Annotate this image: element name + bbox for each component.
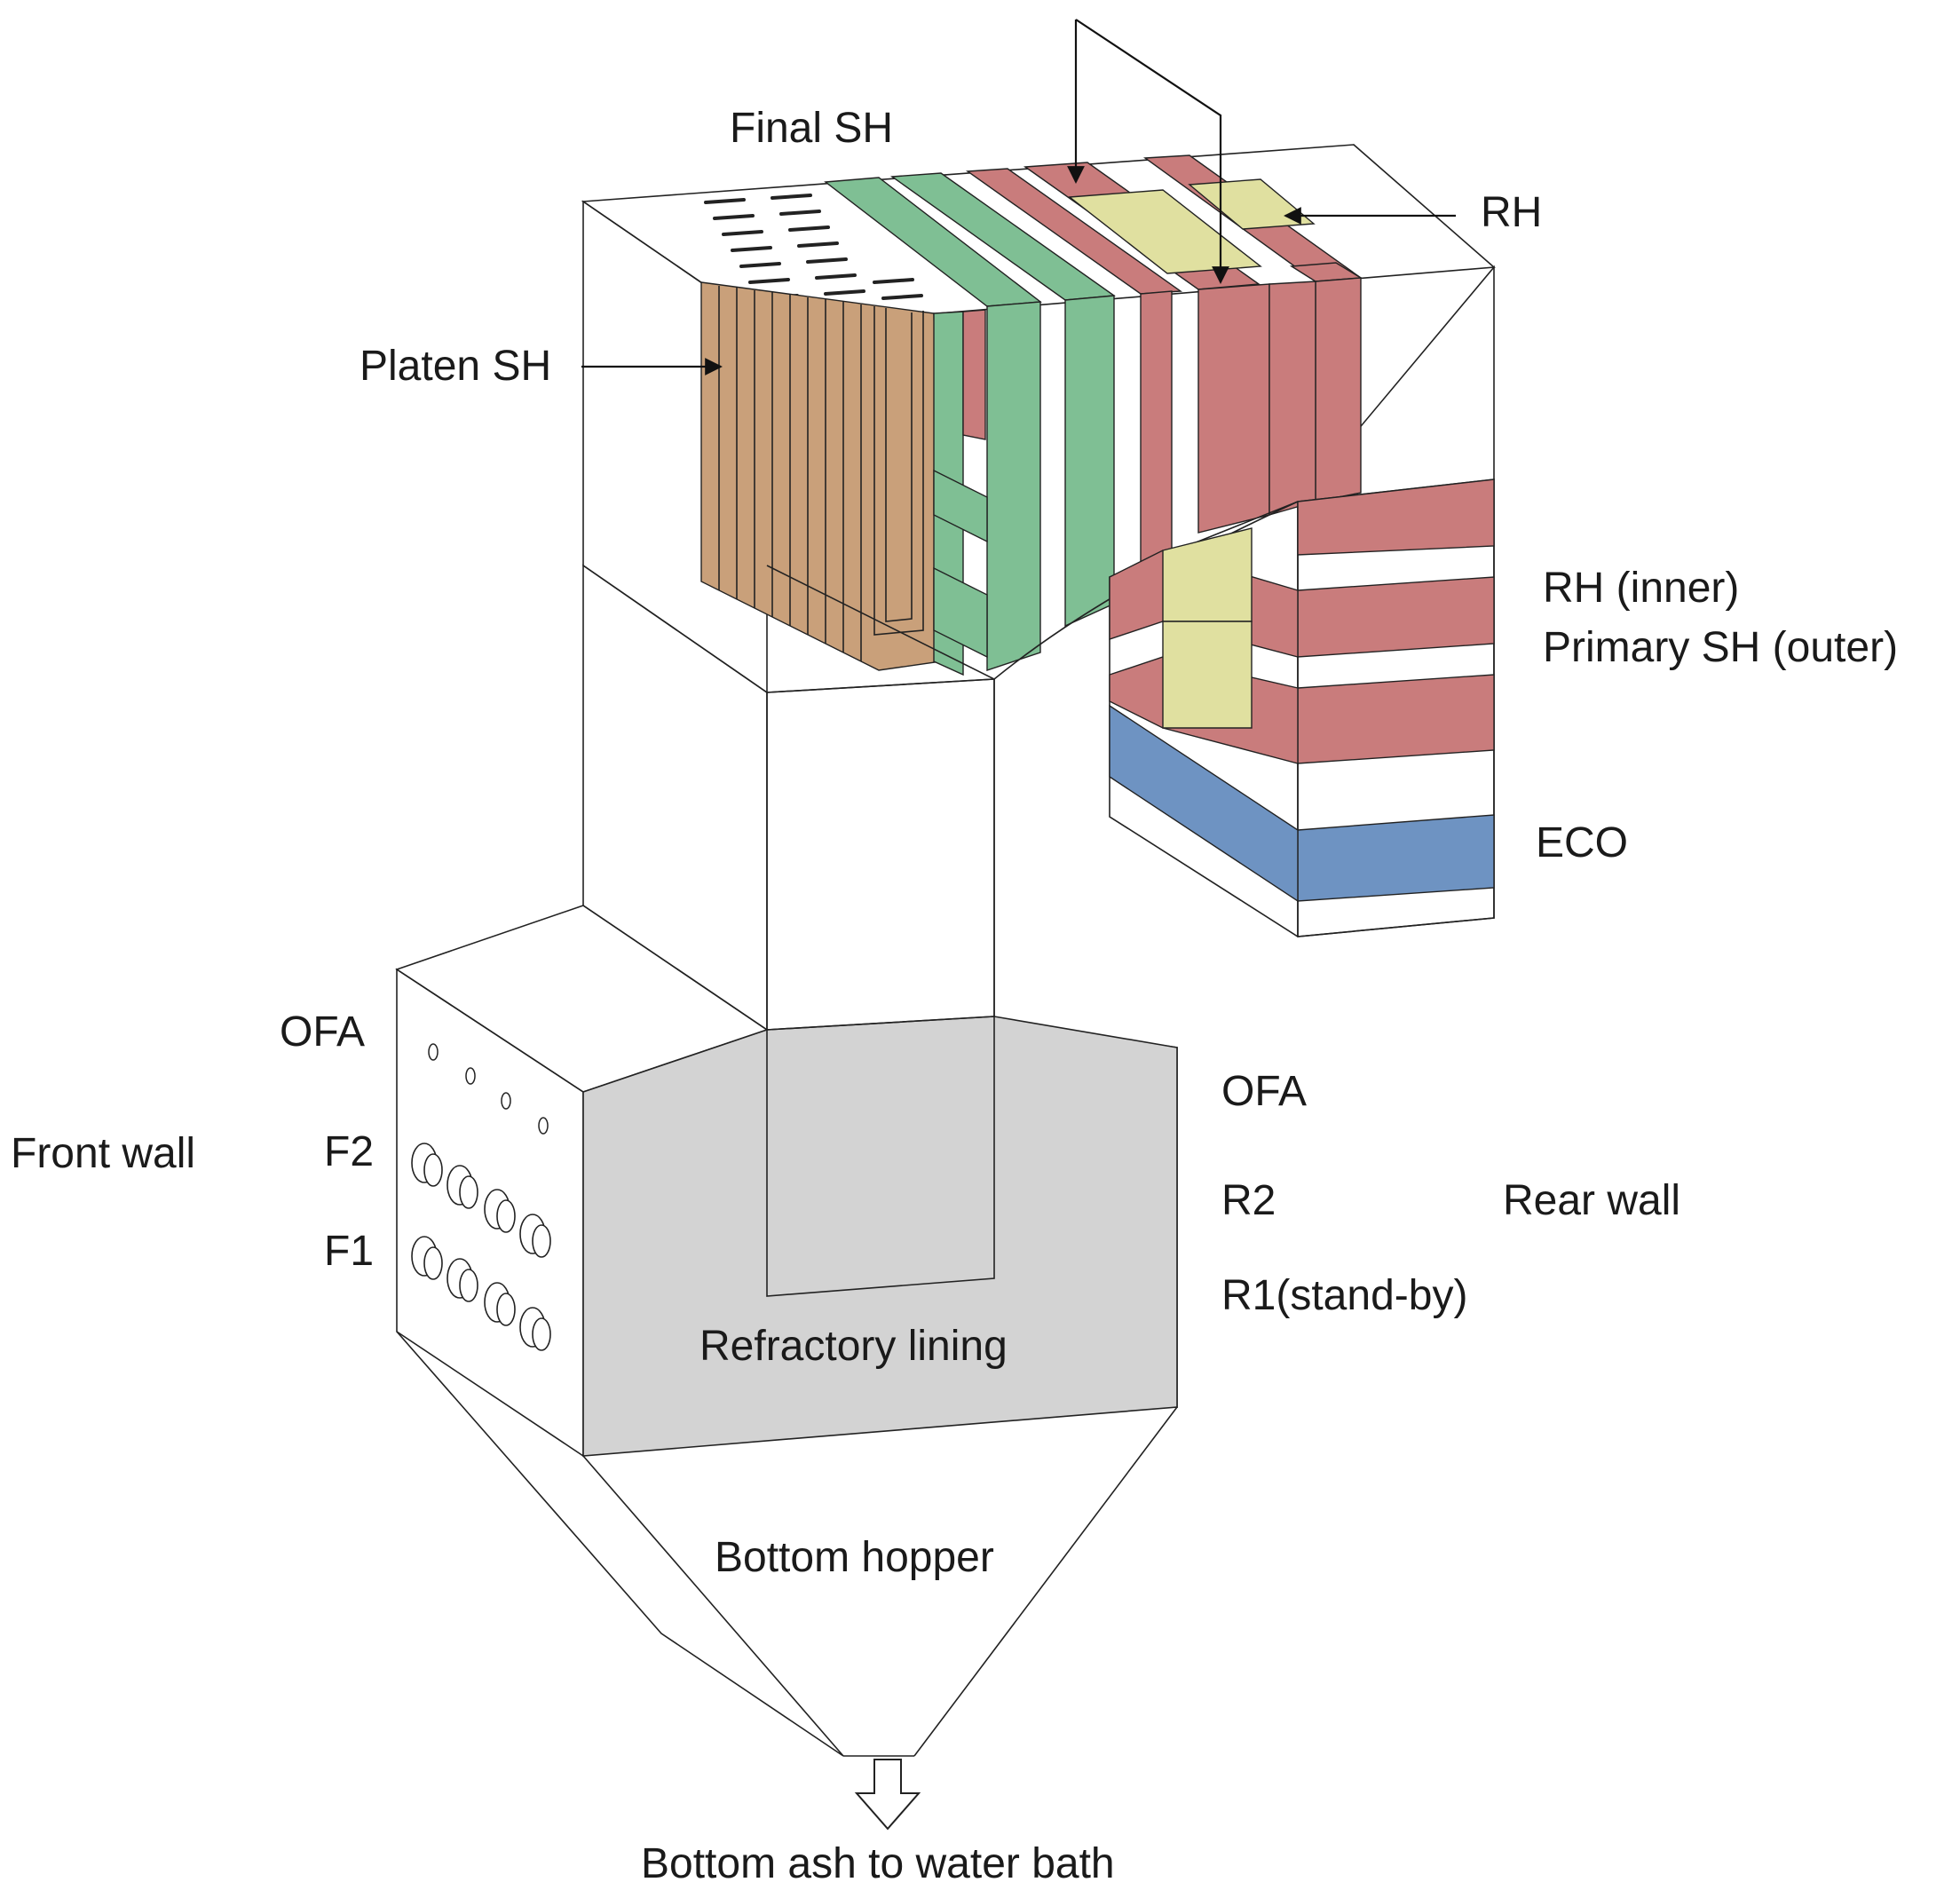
- primary-sh-bands: [1162, 527, 1253, 729]
- final-sh-arrow-bracket: [1075, 19, 1229, 284]
- label-bottom-hopper: Bottom hopper: [715, 1534, 994, 1581]
- lower-furnace: [395, 905, 1178, 1458]
- label-r1: R1(stand-by): [1221, 1272, 1467, 1319]
- label-front-wall: Front wall: [11, 1130, 195, 1177]
- label-platen-sh: Platen SH: [360, 343, 551, 390]
- label-f2: F2: [324, 1128, 374, 1175]
- burners: [411, 1143, 551, 1351]
- label-rear-wall: Rear wall: [1503, 1177, 1680, 1224]
- label-ofa-right: OFA: [1221, 1068, 1307, 1115]
- label-eco: ECO: [1536, 819, 1628, 866]
- bottom-ash-arrow: [854, 1759, 921, 1831]
- platen-sh-panels: [700, 281, 942, 671]
- rh-vertical-bands: [1140, 277, 1362, 583]
- label-refractory-lining: Refractory lining: [699, 1323, 1008, 1370]
- label-final-sh: Final SH: [730, 105, 893, 152]
- label-bottom-ash: Bottom ash to water bath: [641, 1840, 1115, 1887]
- roof-slots: [704, 194, 923, 300]
- refractory-lining-area: [582, 1016, 1178, 1457]
- eco-bands: [1109, 704, 1495, 903]
- burner-f2-row: [411, 1143, 551, 1258]
- final-sh-roof-bands: [824, 154, 1363, 307]
- label-rh-top: RH: [1481, 189, 1542, 236]
- label-rh-inner: RH (inner): [1543, 565, 1739, 612]
- ofa-ports: [428, 1043, 549, 1135]
- label-ofa-left: OFA: [280, 1008, 365, 1056]
- leader-arrows: [581, 19, 1456, 376]
- final-sh-vertical-bands: [933, 295, 1115, 676]
- label-primary-sh-outer: Primary SH (outer): [1543, 624, 1898, 671]
- label-r2: R2: [1221, 1177, 1276, 1224]
- bottom-hopper: [396, 1331, 1178, 1757]
- label-f1: F1: [324, 1228, 374, 1275]
- burner-f1-row: [411, 1236, 551, 1351]
